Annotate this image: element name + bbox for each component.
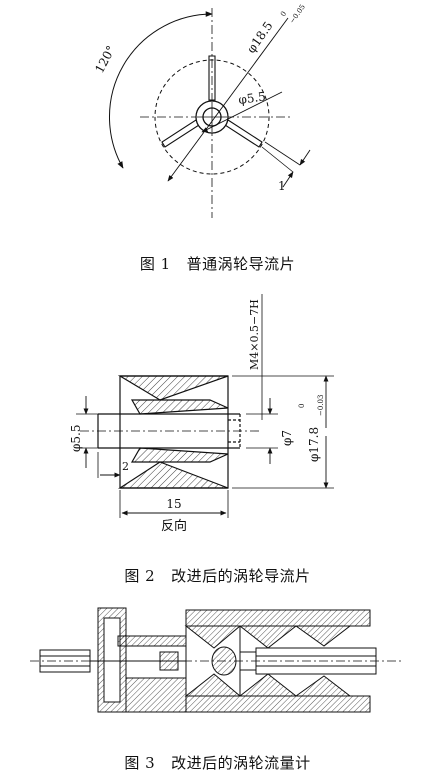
figure-1-drawing: 120° φ18.5 0 −0.05 φ5.5 1 bbox=[92, 3, 311, 218]
figure-2-caption: 图 2 改进后的涡轮导流片 bbox=[0, 565, 435, 586]
blade-left bbox=[161, 119, 200, 148]
figure-2-title: 改进后的涡轮导流片 bbox=[171, 567, 311, 585]
outer-diameter-tol-lower: −0.03 bbox=[317, 395, 325, 416]
outer-diameter-label: φ18.5 bbox=[244, 19, 276, 56]
step-length-label: 2 bbox=[122, 460, 129, 473]
figure-1: 120° φ18.5 0 −0.05 φ5.5 1 bbox=[0, 0, 435, 240]
outer-diameter-tol-lower: −0.05 bbox=[288, 3, 307, 25]
figure-2: M4×0.5−7H φ7 φ17.8 0 −0.03 φ5.5 2 15 反向 bbox=[0, 278, 435, 548]
outer-diameter-label: φ17.8 bbox=[307, 427, 321, 462]
left-diameter-label: φ5.5 bbox=[69, 425, 83, 453]
figure-3-title: 改进后的涡轮流量计 bbox=[171, 754, 311, 772]
figure-1-number: 图 1 bbox=[139, 255, 171, 273]
angle-label: 120° bbox=[92, 43, 118, 75]
figure-3 bbox=[0, 596, 435, 726]
direction-label: 反向 bbox=[161, 518, 187, 534]
figure-3-drawing bbox=[30, 607, 404, 713]
outer-diameter-tol-upper: 0 bbox=[298, 404, 306, 408]
figure-1-title: 普通涡轮导流片 bbox=[186, 255, 296, 273]
thread-label: M4×0.5−7H bbox=[248, 299, 261, 370]
bore-diameter-label: φ7 bbox=[280, 430, 294, 446]
figure-3-number: 图 3 bbox=[124, 754, 156, 772]
figure-1-caption: 图 1 普通涡轮导流片 bbox=[0, 253, 435, 274]
flowmeter-assembly bbox=[39, 607, 377, 713]
blade-right bbox=[224, 119, 263, 148]
hub-diameter-leader bbox=[201, 91, 283, 133]
outer-diameter-dimension-line bbox=[167, 17, 289, 182]
guide-vane-section bbox=[97, 375, 241, 489]
outer-diameter-tol-upper: 0 bbox=[279, 10, 288, 18]
hub-diameter-label: φ5.5 bbox=[237, 89, 266, 107]
figure-2-number: 图 2 bbox=[124, 567, 156, 585]
angle-arc bbox=[109, 11, 213, 169]
figure-2-drawing: M4×0.5−7H φ7 φ17.8 0 −0.03 φ5.5 2 15 反向 bbox=[69, 294, 334, 534]
blade-thickness-label: 1 bbox=[278, 179, 286, 193]
length-label: 15 bbox=[166, 497, 181, 511]
figure-3-caption: 图 3 改进后的涡轮流量计 bbox=[0, 752, 435, 773]
